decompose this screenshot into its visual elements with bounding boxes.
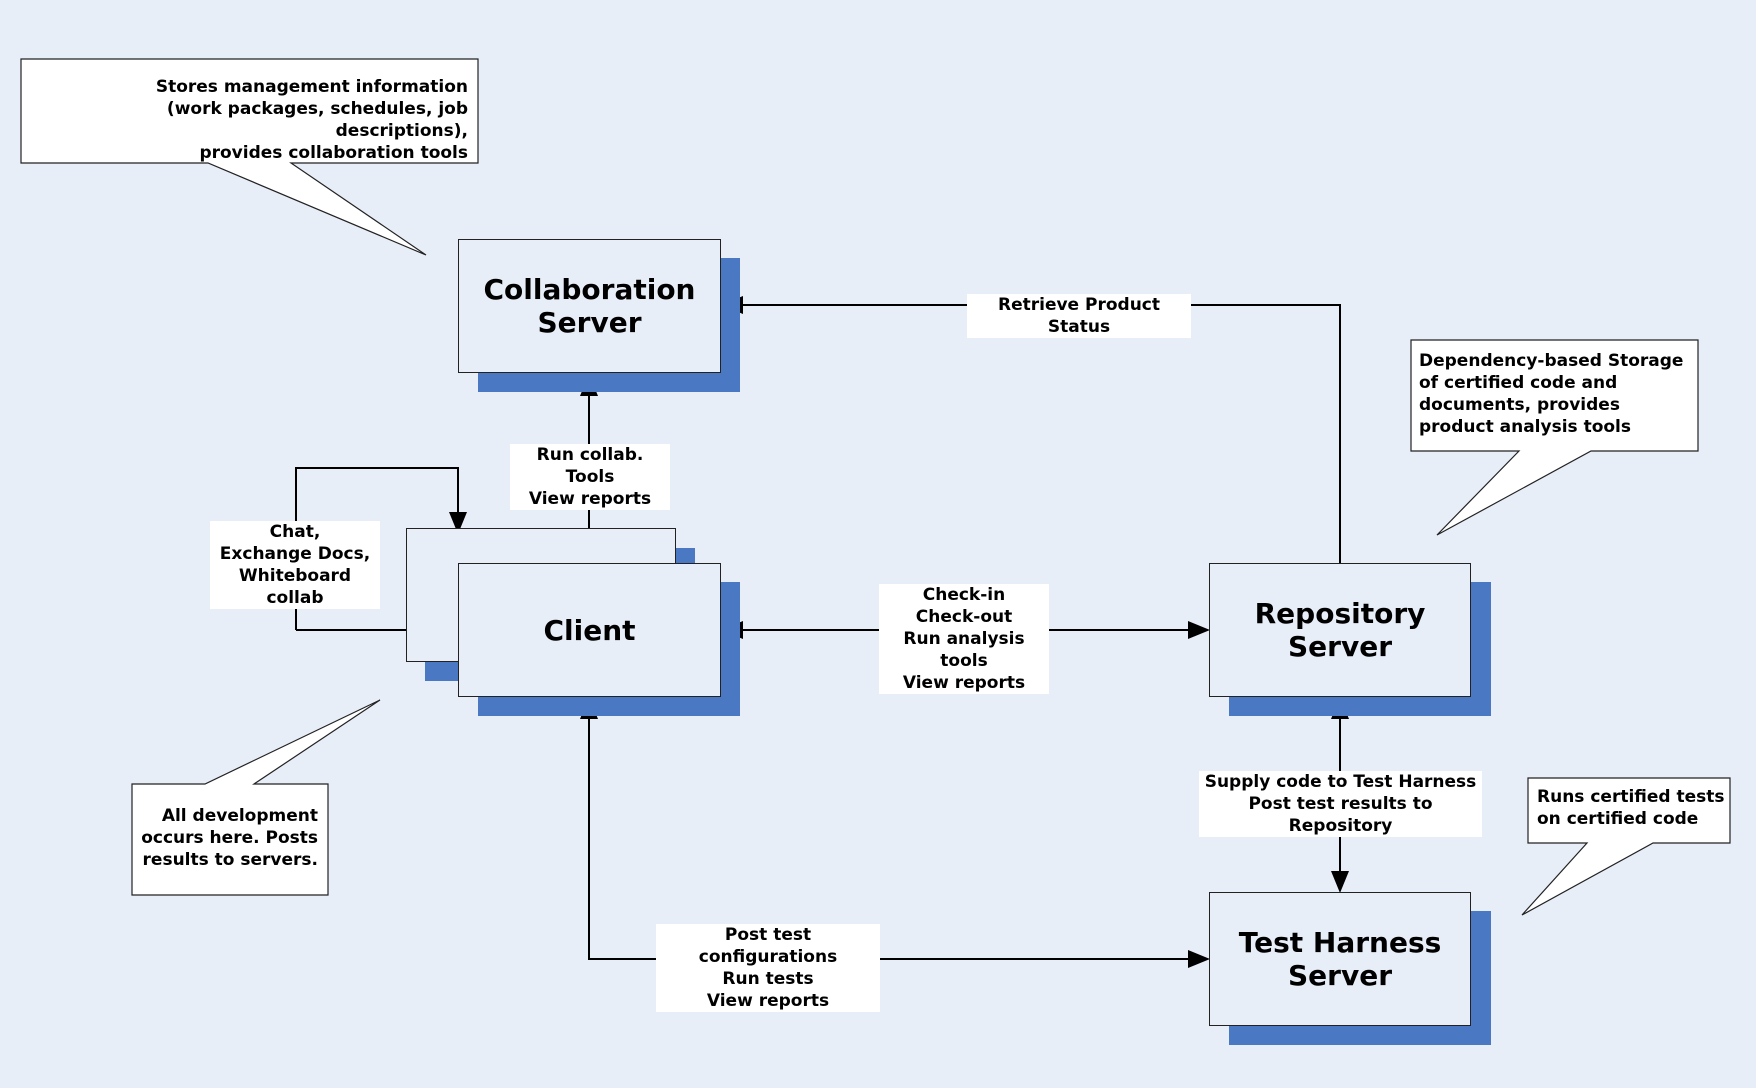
callout-client-text: All development occurs here. Posts resul… [141,806,318,870]
callout-collab-balloon [20,58,479,256]
repository-server-node[interactable]: Repository Server [1209,563,1471,697]
edge-retrieve-status-line [740,304,1341,563]
arrowhead-harness-left [1188,950,1210,968]
edge-label-chat: Chat, Exchange Docs, Whiteboard collab [210,521,380,609]
callout-repo-balloon [1410,339,1699,536]
collaboration-server-title: Collaboration Server [483,273,696,339]
callout-harness-balloon [1521,777,1731,916]
callout-client-balloon [131,699,381,896]
test-harness-server-node[interactable]: Test Harness Server [1209,892,1471,1026]
arrowhead-harness-top [1331,871,1349,893]
edge-label-supply-code: Supply code to Test Harness Post test re… [1199,771,1482,837]
edge-label-run-collab: Run collab. Tools View reports [510,444,670,510]
test-harness-server-title: Test Harness Server [1238,926,1442,992]
callout-repo-text: Dependency-based Storage of certified co… [1419,351,1684,437]
client-node[interactable]: Client [458,563,721,697]
repository-server-title: Repository Server [1254,597,1426,663]
edge-label-retrieve-status: Retrieve Product Status [967,294,1191,338]
callout-harness-text: Runs certified tests on certified code [1537,787,1725,829]
client-title: Client [543,613,636,647]
arrowhead-client-stack-top [449,512,467,534]
edge-label-checkin: Check-in Check-out Run analysis tools Vi… [879,584,1049,694]
collaboration-server-node[interactable]: Collaboration Server [458,239,721,373]
callout-collab-text: Stores management information (work pack… [155,77,468,163]
edge-client-harness-line [588,716,1192,960]
arrowhead-repo-left [1188,621,1210,639]
edge-label-post-tests: Post test configurations Run tests View … [656,924,880,1012]
